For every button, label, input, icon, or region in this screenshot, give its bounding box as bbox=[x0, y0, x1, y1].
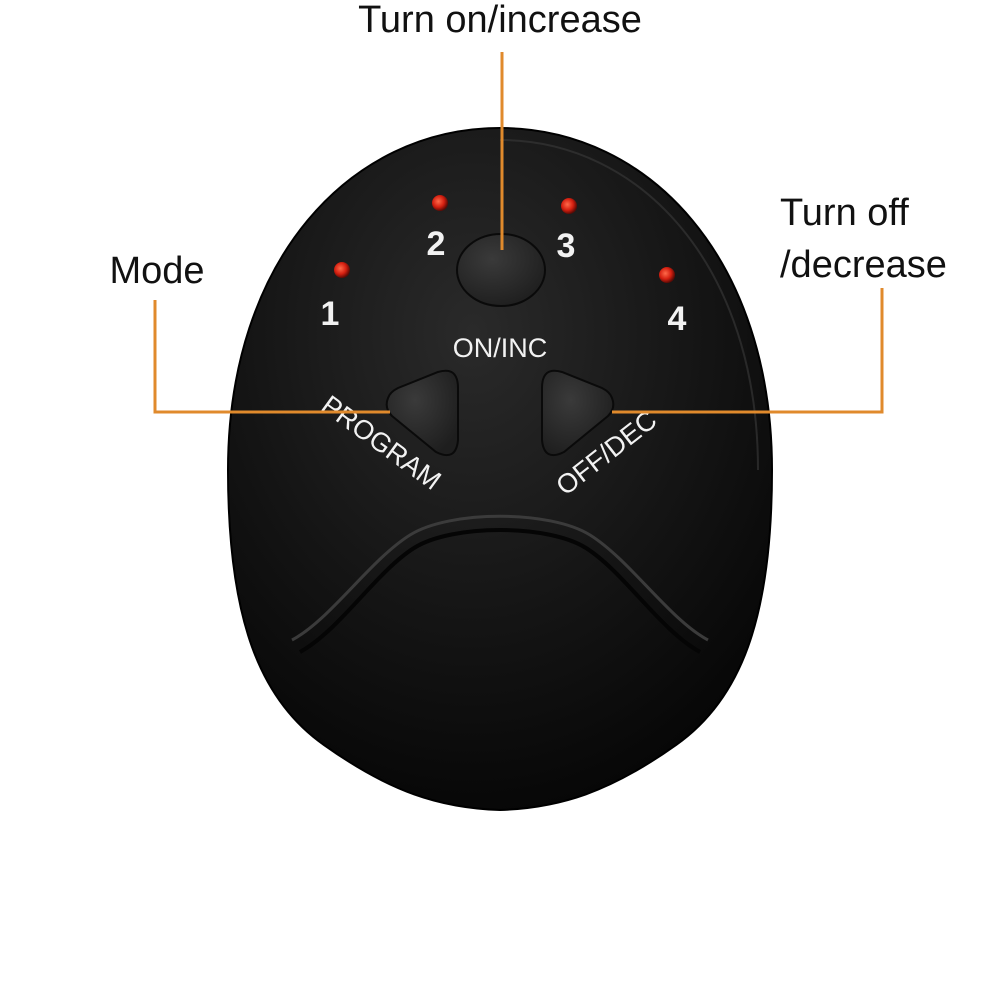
led-1 bbox=[334, 262, 350, 278]
callout-turn-on-increase: Turn on/increase bbox=[358, 0, 642, 41]
leader-lines bbox=[153, 52, 884, 414]
led-number-3: 3 bbox=[557, 227, 576, 265]
device-pocket bbox=[291, 514, 709, 642]
leader-left bbox=[153, 300, 390, 414]
off-dec-button[interactable] bbox=[541, 369, 615, 456]
led-2 bbox=[432, 195, 448, 211]
callout-turn-off-line2: /decrease bbox=[780, 244, 947, 286]
led-3 bbox=[561, 198, 577, 214]
led-number-1: 1 bbox=[321, 295, 340, 333]
led-4 bbox=[659, 267, 675, 283]
led-numbers: 1 2 3 4 bbox=[321, 225, 687, 338]
leader-right bbox=[612, 288, 884, 414]
device-shell bbox=[226, 126, 774, 812]
device-pocket-shadow bbox=[299, 528, 701, 654]
callout-turn-off-line1: Turn off bbox=[780, 192, 909, 234]
callout-mode: Mode bbox=[109, 250, 204, 292]
triangle-right-icon bbox=[541, 369, 615, 456]
device-rim-highlight bbox=[499, 139, 759, 471]
device-body bbox=[226, 126, 774, 812]
led-number-4: 4 bbox=[668, 300, 687, 338]
led-indicators bbox=[334, 195, 675, 283]
on-inc-label: ON/INC bbox=[453, 333, 548, 363]
led-number-2: 2 bbox=[427, 225, 446, 263]
